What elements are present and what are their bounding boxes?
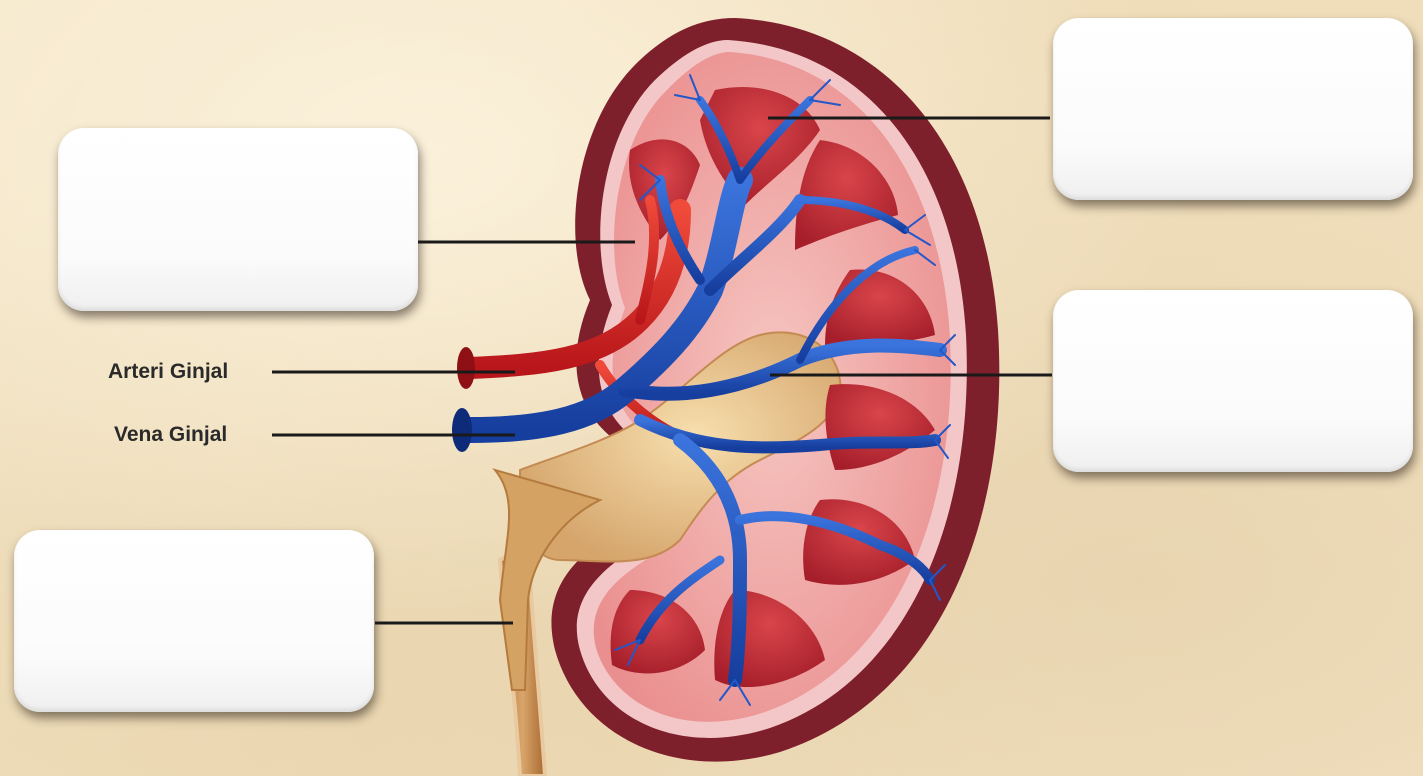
answer-box-ureter[interactable]: [14, 530, 374, 712]
label-renal-vein: Vena Ginjal: [114, 423, 227, 447]
renal-vein-opening: [452, 408, 472, 452]
answer-box-pelvis[interactable]: [1053, 290, 1413, 472]
answer-box-pyramid[interactable]: [1053, 18, 1413, 200]
label-renal-artery: Arteri Ginjal: [108, 360, 228, 384]
renal-artery-opening: [457, 347, 475, 389]
answer-box-cortex[interactable]: [58, 128, 418, 311]
